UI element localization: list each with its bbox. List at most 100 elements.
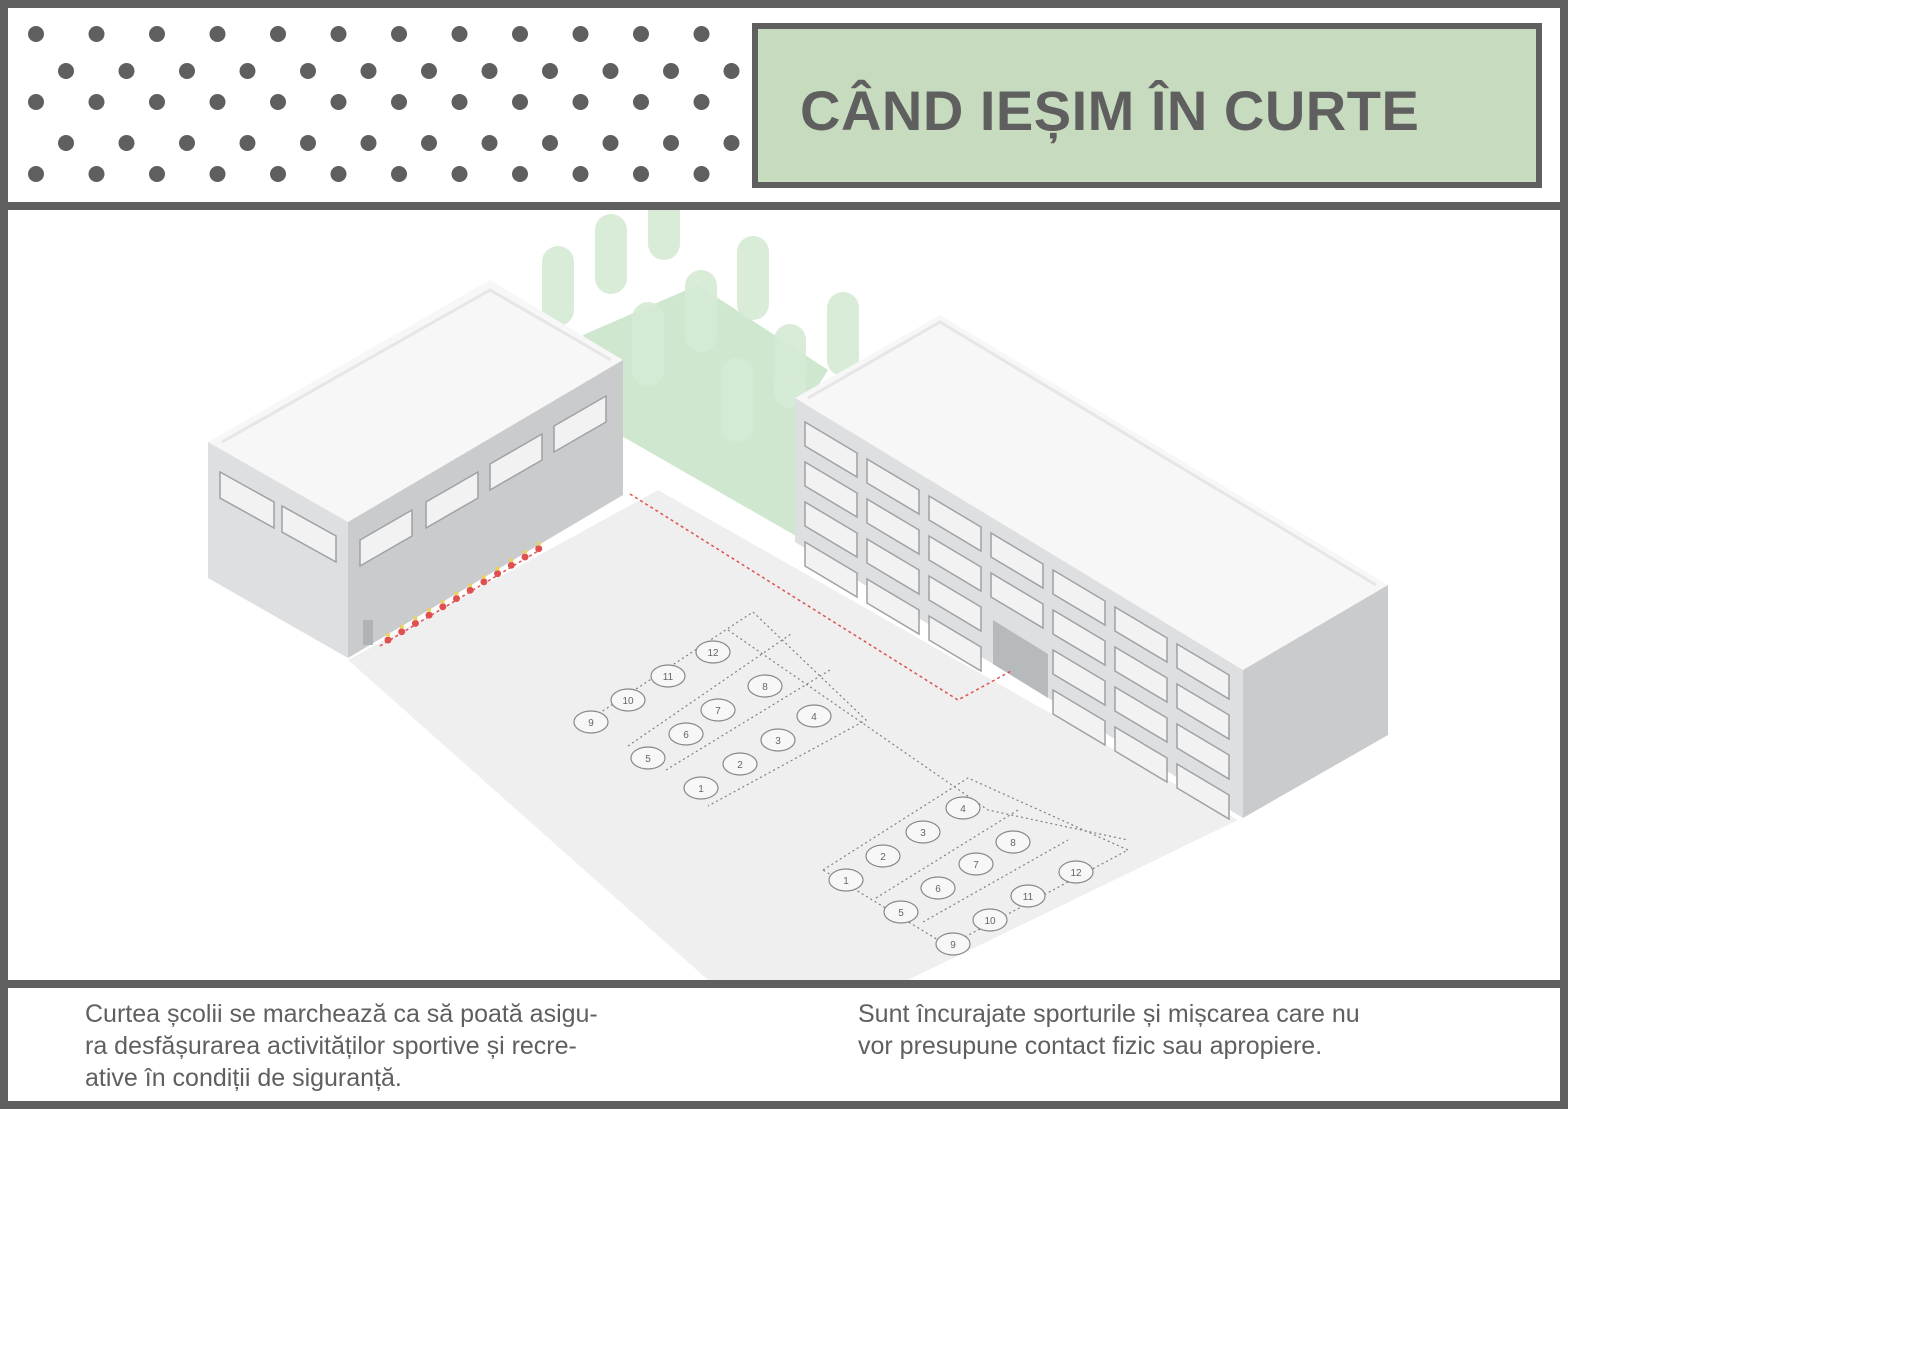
number-marker: 6	[668, 722, 704, 746]
cone-marker-tip	[427, 608, 432, 613]
marker-shape	[747, 674, 783, 698]
marker-number: 10	[622, 696, 634, 707]
marker-shape	[695, 640, 731, 664]
building-window	[1114, 605, 1168, 664]
cone-marker	[439, 603, 447, 611]
building-window	[928, 494, 982, 553]
marker-number: 5	[898, 908, 904, 919]
marker-shape	[1058, 860, 1094, 884]
cone-marker	[494, 570, 502, 578]
pattern-dot	[88, 94, 105, 110]
pattern-dot	[239, 63, 256, 79]
marker-number: 1	[698, 784, 704, 795]
left-building	[208, 280, 623, 658]
number-marker: 9	[935, 932, 971, 956]
number-marker: 7	[700, 698, 736, 722]
number-marker: 11	[1010, 884, 1046, 908]
pattern-dot	[239, 135, 256, 151]
number-marker: 2	[722, 752, 758, 776]
number-marker: 2	[865, 844, 901, 868]
marker-number: 12	[1070, 868, 1082, 879]
pattern-dot	[360, 135, 377, 151]
marker-shape	[1010, 884, 1046, 908]
building-window	[990, 571, 1044, 630]
pattern-dot	[270, 94, 286, 110]
pattern-dot	[451, 26, 468, 42]
cone-marker	[521, 553, 529, 561]
number-marker: 1	[683, 776, 719, 800]
pattern-dot	[481, 135, 498, 151]
building-window	[1114, 645, 1168, 704]
pattern-dot	[693, 94, 710, 110]
pattern-dot	[481, 63, 498, 79]
marker-shape	[760, 728, 796, 752]
pattern-dot	[300, 63, 316, 79]
pattern-dot	[330, 94, 347, 110]
pattern-dot	[512, 94, 528, 110]
marker-shape	[995, 830, 1031, 854]
pattern-dot	[179, 135, 195, 151]
number-marker: 6	[920, 876, 956, 900]
pattern-dot	[542, 63, 558, 79]
pattern-dot	[572, 166, 589, 182]
pattern-dot	[572, 26, 589, 42]
cone-marker	[453, 595, 460, 602]
cone-marker	[507, 561, 515, 569]
cone-marker-tip	[536, 541, 541, 546]
pattern-dot	[391, 94, 407, 110]
number-marker: 4	[796, 704, 832, 728]
cone-marker-tip	[468, 583, 473, 588]
poster-frame	[0, 0, 1568, 1109]
marker-shape	[883, 900, 919, 924]
pattern-dot	[391, 166, 407, 182]
cone-marker-tip	[523, 550, 527, 554]
cone-marker-tip	[399, 624, 404, 629]
marker-shape	[668, 722, 704, 746]
pattern-dot	[421, 63, 437, 79]
cone-marker	[535, 545, 543, 553]
number-marker: 3	[760, 728, 796, 752]
number-marker: 4	[945, 796, 981, 820]
marker-shape	[920, 876, 956, 900]
pattern-dot	[149, 94, 165, 110]
marker-number: 4	[811, 712, 817, 723]
building-window	[1114, 725, 1168, 784]
pattern-dot	[149, 166, 165, 182]
pattern-dot	[360, 63, 377, 79]
marker-shape	[935, 932, 971, 956]
pattern-dot	[58, 63, 74, 79]
number-marker: 10	[972, 908, 1008, 932]
pattern-dot	[88, 166, 105, 182]
pattern-dot	[28, 26, 44, 42]
marker-shape	[796, 704, 832, 728]
cone-marker	[425, 611, 433, 619]
marker-number: 6	[935, 884, 941, 895]
marker-number: 7	[715, 706, 721, 717]
grid-a	[585, 611, 1129, 841]
pattern-dot	[451, 166, 468, 182]
marker-number: 2	[737, 760, 743, 771]
building-window	[804, 420, 858, 479]
pattern-dot	[118, 135, 135, 151]
pattern-dot	[633, 94, 649, 110]
cone-marker-tip	[509, 558, 514, 563]
pattern-dot	[512, 26, 528, 42]
marker-number: 3	[920, 828, 926, 839]
marker-shape	[573, 710, 609, 734]
marker-number: 8	[762, 682, 768, 693]
pattern-dot	[209, 94, 226, 110]
pattern-dot	[723, 135, 740, 151]
pattern-dot	[118, 63, 135, 79]
building-window	[1052, 688, 1106, 747]
marker-shape	[630, 746, 666, 770]
pattern-dot	[270, 26, 286, 42]
building-window	[866, 577, 920, 636]
cone-marker-tip	[495, 566, 500, 571]
caption-left: Curtea școlii se marchează ca să poată a…	[85, 1000, 598, 1092]
marker-number: 9	[588, 718, 594, 729]
marker-shape	[865, 844, 901, 868]
building-window	[1114, 685, 1168, 744]
marker-number: 12	[707, 648, 719, 659]
